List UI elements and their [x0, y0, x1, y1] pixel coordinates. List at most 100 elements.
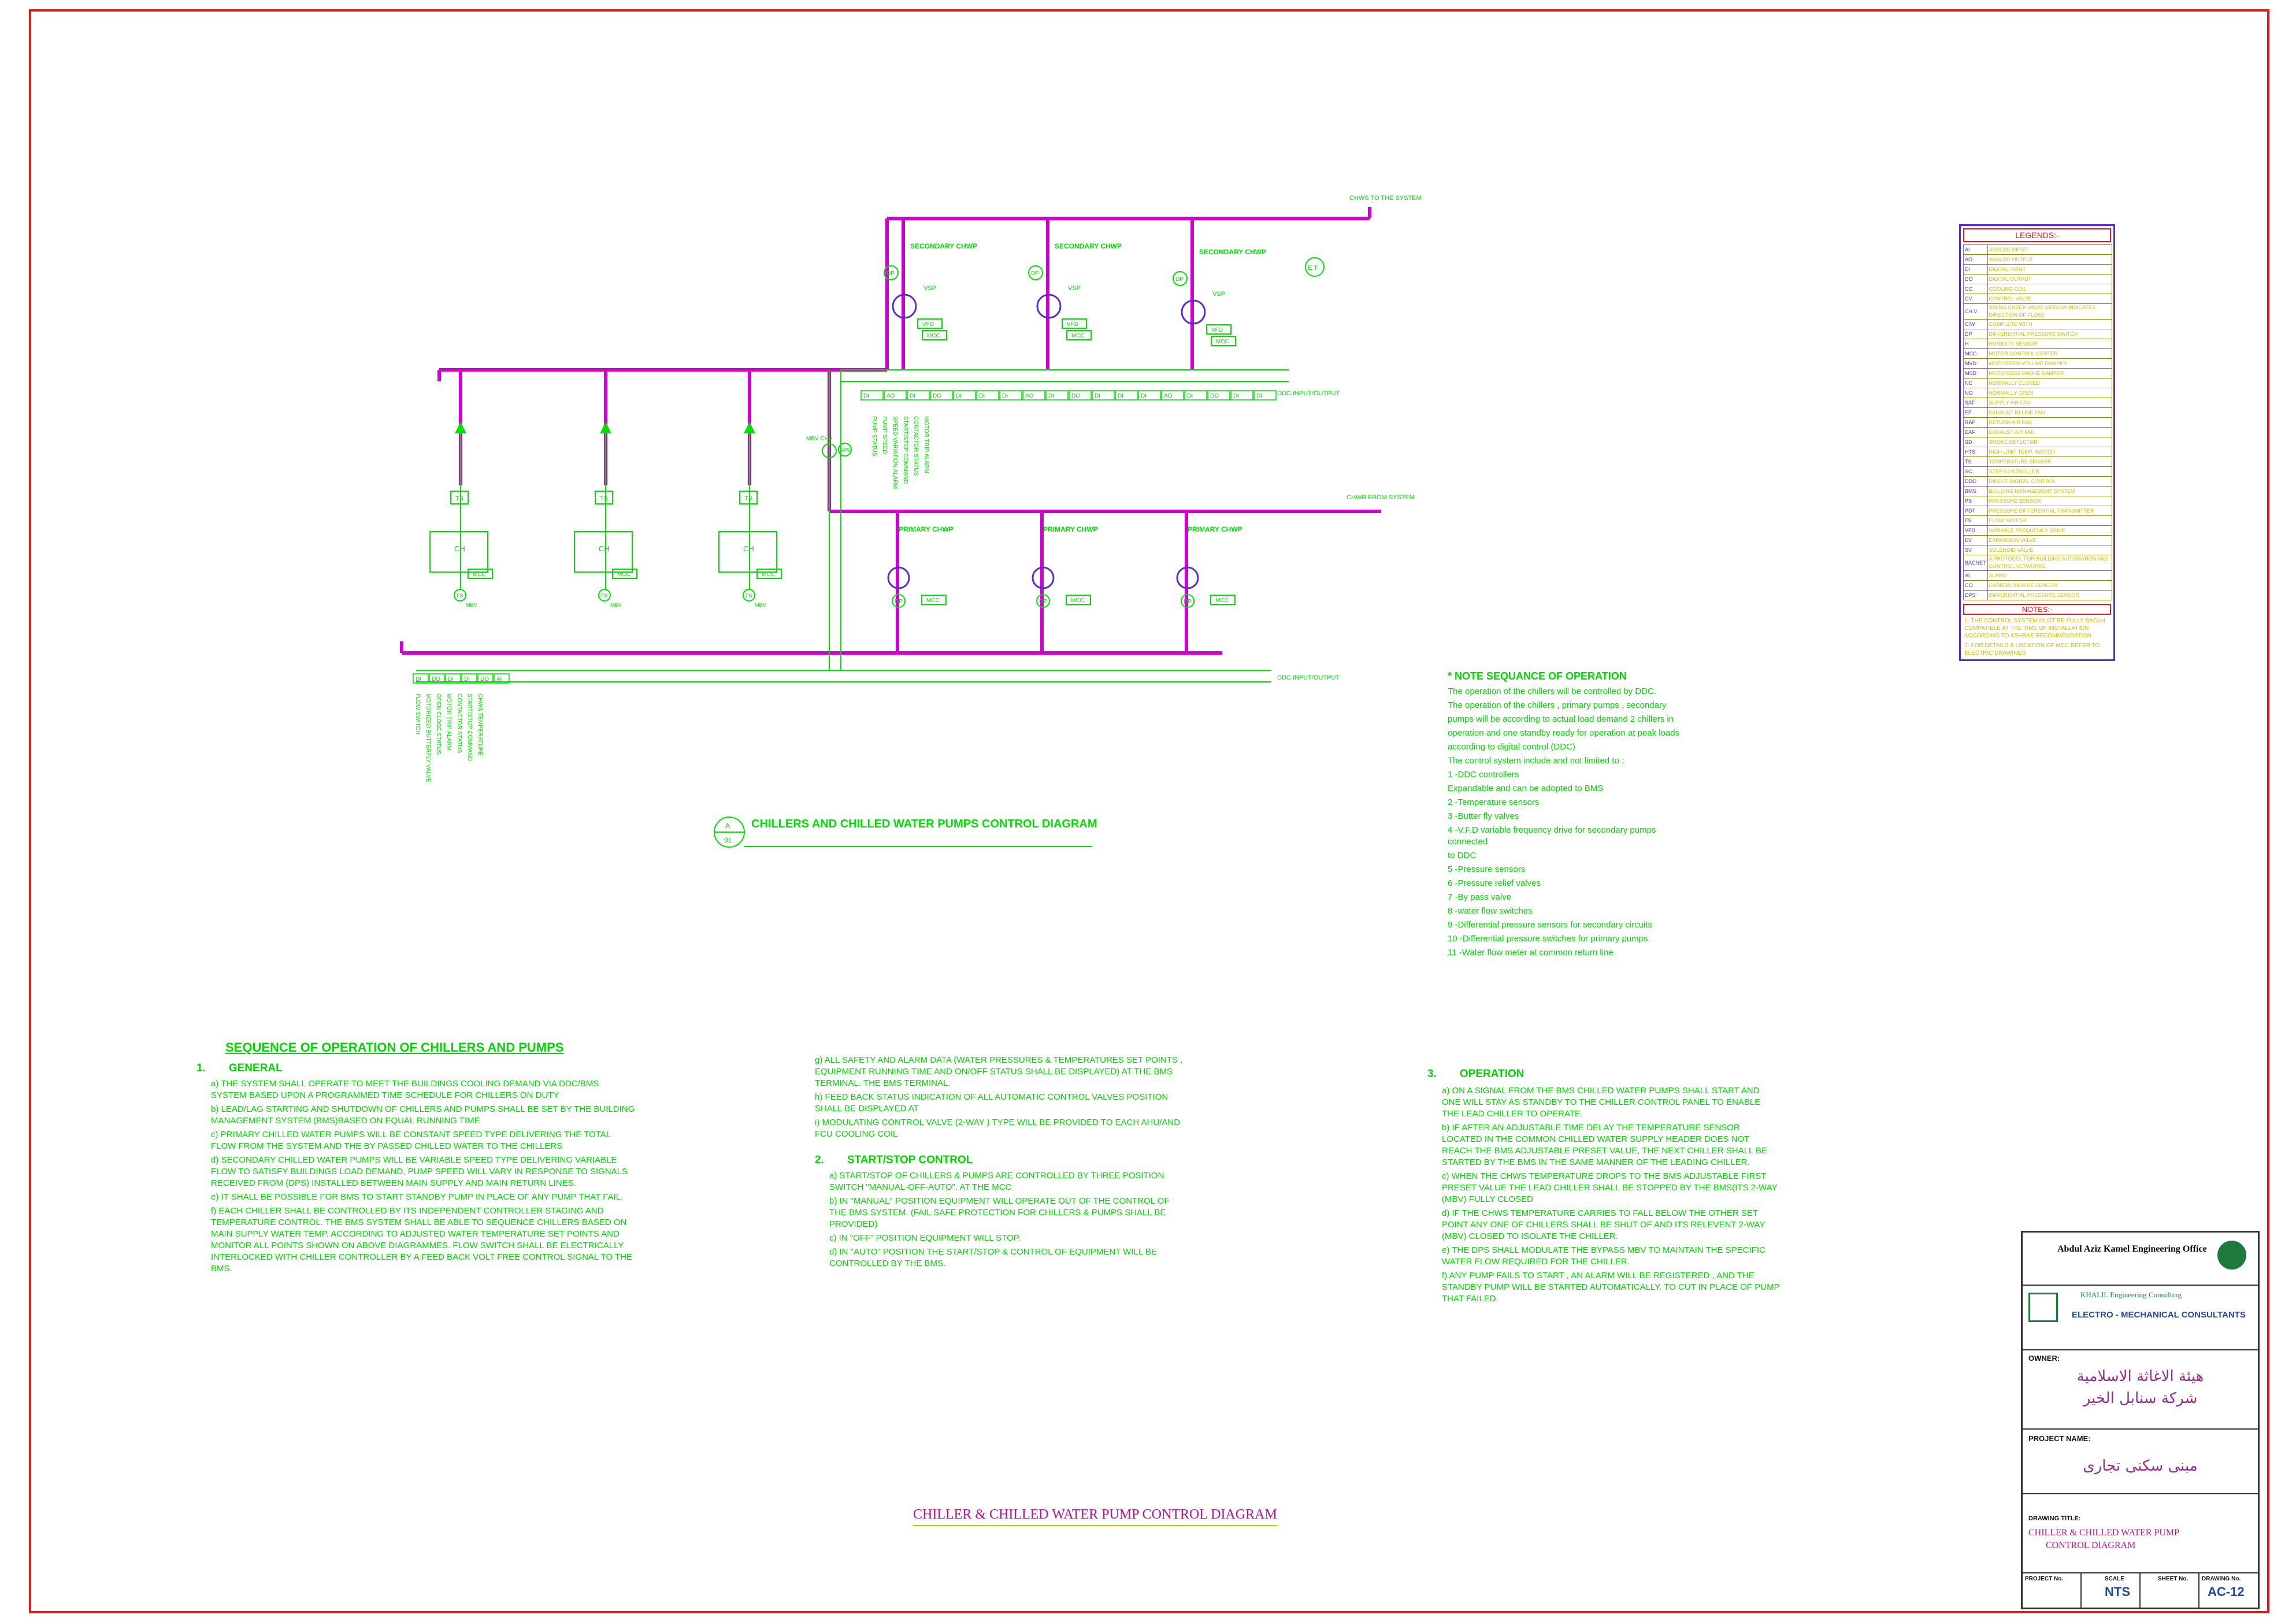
general-list: a) THE SYSTEM SHALL OPERATE TO MEET THE …: [211, 1078, 636, 1275]
io-tag: DI: [1187, 393, 1193, 399]
legend-key: AO: [1963, 254, 1988, 265]
legend-key: MCC: [1963, 348, 1988, 359]
list-item: a) START/STOP OF CHILLERS & PUMPS ARE CO…: [829, 1171, 1164, 1192]
list-item: d) SECONDARY CHILLED WATER PUMPS WILL BE…: [211, 1155, 628, 1188]
legend-desc: DIRECT DIGITAL CONTROL: [1987, 476, 2113, 487]
chiller-box: [574, 531, 633, 573]
ddc-bottom-label: DDC INPUT/OUTPUT: [1277, 674, 1340, 681]
legend-key: CV: [1963, 294, 1988, 304]
mcc-label: MCC: [1215, 597, 1229, 604]
consultant-name: KHALIL Engineering Consulting: [2080, 1290, 2182, 1299]
list-item: 2 -Temperature sensors: [1448, 797, 1540, 807]
legend-key: CC: [1963, 284, 1988, 294]
legend-key: NO: [1963, 388, 1988, 398]
ch-label: CH: [454, 544, 465, 553]
list-item: 8 -water flow switches: [1448, 906, 1533, 916]
list-item: a) ON A SIGNAL FROM THE BMS CHILLED WATE…: [1442, 1086, 1761, 1119]
fs-label: FS: [601, 593, 608, 599]
list-item: The operation of the chillers will be co…: [1448, 686, 1657, 696]
legend-note-1: 1- THE CONTROL SYSTEM MUST BE FULLY BACn…: [1964, 618, 2105, 639]
mbv-label: MBV: [466, 602, 477, 608]
list-item: b) IN "MANUAL" POSITION EQUIPMENT WILL O…: [829, 1196, 1170, 1229]
legend-key: SC: [1963, 466, 1988, 477]
mcc-label: MCC: [473, 571, 486, 578]
vfd-label: VFD: [1211, 327, 1223, 333]
legend-desc: HUMIDITY SENSOR: [1987, 339, 2113, 349]
io-tag-box: [1253, 390, 1277, 400]
legend-desc: EXPANSION VALVE: [1987, 535, 2113, 545]
legend-desc: SMOKE DETECTOR: [1987, 437, 2113, 447]
mcc-label: MCC: [926, 597, 940, 604]
mcc-label: MCC: [927, 333, 940, 339]
mcc-label: MCC: [762, 571, 775, 578]
io-tag-box: [1138, 390, 1161, 400]
note-sequence-lines: The operation of the chillers will be co…: [1448, 686, 1696, 959]
project-row: PROJECT NAME: مبنى سكنى تجارى: [2023, 1430, 2258, 1494]
pump-icon: [1181, 299, 1206, 325]
vfd-label: VFD: [922, 321, 934, 328]
legend-desc: TEMPERATURE SENSOR: [1987, 456, 2113, 467]
legend-key: EV: [1963, 535, 1988, 545]
list-item: Expandable and can be adopted to BMS: [1448, 784, 1604, 793]
legend-key: DDC: [1963, 476, 1988, 487]
legend-key: CO: [1963, 580, 1988, 591]
mcc-label: MCC: [1216, 339, 1229, 345]
op-list: a) ON A SIGNAL FROM THE BMS CHILLED WATE…: [1442, 1085, 1780, 1305]
io-tag: DI: [1118, 393, 1123, 399]
owner-arabic-2: شركة سنابل الخير: [2083, 1390, 2198, 1407]
io-tag-box: [1161, 390, 1184, 400]
io-tag: DO: [933, 393, 941, 399]
sequence-mid: g) ALL SAFETY AND ALARM DATA (WATER PRES…: [815, 1055, 1185, 1272]
vsp-label: VSP: [1212, 291, 1225, 298]
pump-label: PRIMARY CHWP: [899, 525, 954, 533]
io-point-label: FLOW SWITCH: [414, 693, 421, 734]
consultant-logo-icon: [2028, 1293, 2058, 1322]
io-tag-box: [1230, 390, 1253, 400]
list-item: c) IN "OFF" POSITION EQUIPMENT WILL STOP…: [829, 1233, 1021, 1243]
list-item: d) IN "AUTO" POSITION THE START/STOP & C…: [829, 1247, 1157, 1268]
io-tag-box: [907, 390, 930, 400]
legend-key: NC: [1963, 378, 1988, 388]
io-tag-box: [1022, 390, 1045, 400]
op-title: OPERATION: [1459, 1068, 1525, 1080]
scale-value: NTS: [2105, 1584, 2130, 1599]
start-title: START/STOP CONTROL: [847, 1154, 973, 1166]
io-tag-box: [1184, 390, 1207, 400]
legend-key: SAF: [1963, 398, 1988, 408]
legend-key: C/W: [1963, 319, 1988, 329]
legend-key: BMS: [1963, 486, 1988, 496]
legend-desc: CARBON DIOXIDE SENSOR: [1987, 580, 2113, 591]
legend-key: MSD: [1963, 368, 1988, 378]
io-tag-box: [1045, 390, 1069, 400]
list-item: f) ANY PUMP FAILS TO START , AN ALARM WI…: [1442, 1271, 1780, 1304]
io-tag: AI: [496, 676, 502, 682]
chiller-1: TS CH MCC FS MBV: [429, 491, 493, 608]
start-list: a) START/STOP OF CHILLERS & PUMPS ARE CO…: [829, 1170, 1185, 1270]
note-sequence: * NOTE SEQUANCE OF OPERATION The operati…: [1448, 670, 1696, 961]
chiller-box: [429, 531, 488, 573]
legend-desc: PRESSURE DIFFERENTIAL TRANSMITTER: [1987, 506, 2113, 516]
legend-desc: HIGH LIMIT TEMP. SWITCH: [1987, 447, 2113, 457]
io-tag: DI: [863, 393, 869, 399]
io-tag-box: [884, 390, 907, 400]
chws-supply-header: [437, 207, 1371, 381]
fs-label: FS: [745, 593, 752, 599]
legend-desc: NORMALLY CLOSED: [1987, 378, 2113, 388]
project-no-label: PROJECT No.: [2025, 1576, 2064, 1582]
diagram-title: CHILLERS AND CHILLED WATER PUMPS CONTROL…: [751, 818, 1097, 830]
io-tag-box: [494, 673, 510, 684]
io-point-label: SPEED VARIATION ALARM: [892, 416, 898, 489]
legend-title: LEGENDS:-: [1963, 228, 2111, 242]
